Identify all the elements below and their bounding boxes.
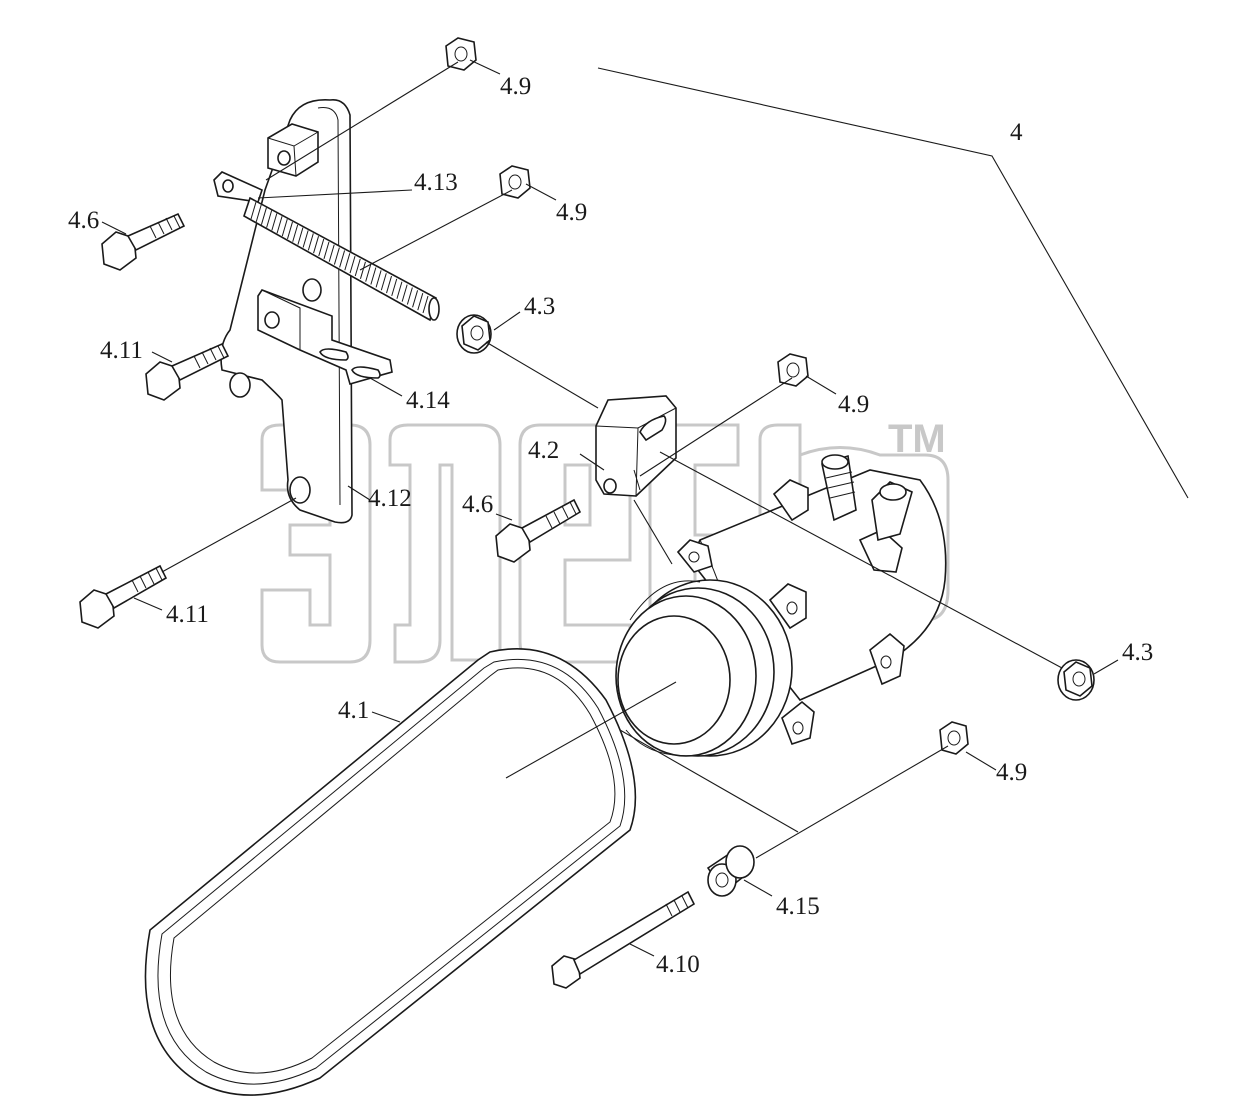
label-assembly: 4 (1010, 119, 1023, 146)
bracket-block (595, 395, 677, 497)
link-plate-top (213, 171, 263, 203)
compressor (615, 454, 947, 757)
label-nut-top: 4.9 (500, 73, 531, 100)
drive-belt (144, 648, 637, 1096)
nut-top (445, 37, 477, 71)
label-bolt-11-b: 4.11 (166, 601, 209, 628)
watermark-tm: TM (888, 417, 946, 461)
label-bolt-11-a: 4.11 (100, 337, 143, 364)
bolt-11-a (145, 342, 230, 401)
flange-nut-2 (1057, 659, 1095, 701)
nut-2 (499, 165, 531, 199)
label-nut-3: 4.9 (838, 391, 869, 418)
threaded-stud (243, 196, 440, 322)
label-stud: 4.13 (414, 169, 458, 196)
flange-nut-1 (456, 314, 492, 354)
label-bolt-mid: 4.6 (462, 491, 493, 518)
bracket-hex-spacer (267, 123, 319, 177)
long-bolt (551, 890, 696, 989)
bolt-11-b (79, 564, 168, 629)
label-nut-2: 4.9 (556, 199, 587, 226)
label-spacer: 4.15 (776, 893, 820, 920)
part-labels: 4 4.9 4.9 4.9 4.9 4.13 4.6 4.6 4.3 4.3 4… (68, 73, 1153, 978)
leader-lines (101, 59, 1119, 957)
label-long-bolt: 4.10 (656, 951, 700, 978)
label-plate: 4.14 (406, 387, 450, 414)
label-flange-nut-2: 4.3 (1122, 639, 1153, 666)
bolt-mid (495, 498, 582, 563)
label-flange-nut-1: 4.3 (524, 293, 555, 320)
label-bolt-upper: 4.6 (68, 207, 99, 234)
label-bracket-block: 4.2 (528, 437, 559, 464)
adjust-plate (257, 289, 393, 385)
spacer (706, 845, 755, 897)
label-nut-4: 4.9 (996, 759, 1027, 786)
assembly-bracket-line (597, 67, 1189, 499)
label-belt: 4.1 (338, 697, 369, 724)
nut-3 (777, 353, 809, 387)
label-bracket-main: 4.12 (368, 485, 412, 512)
nut-4 (939, 721, 969, 755)
bolt-upper (101, 212, 186, 271)
